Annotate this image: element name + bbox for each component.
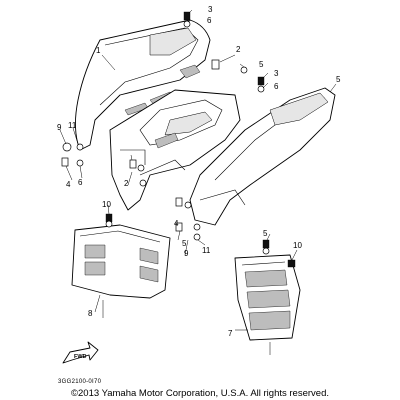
callout-6: 6 — [78, 178, 83, 187]
callout-6: 6 — [274, 82, 279, 91]
copyright-notice: ©2013 Yamaha Motor Corporation, U.S.A. A… — [71, 388, 329, 399]
callout-7: 7 — [228, 329, 233, 338]
callout-5: 5 — [182, 239, 187, 248]
callout-3: 3 — [274, 69, 279, 78]
front-direction-arrow: FWD — [62, 341, 99, 364]
callout-4: 4 — [66, 180, 71, 189]
right-mud-guard — [234, 254, 301, 341]
right-rear-fender — [189, 87, 336, 226]
callout-1: 1 — [96, 46, 101, 55]
callout-11: 11 — [68, 121, 77, 130]
callout-5: 5 — [263, 229, 268, 238]
callout-6: 6 — [207, 16, 212, 25]
callout-8: 8 — [88, 309, 93, 318]
left-rear-fender — [75, 19, 211, 151]
left-mud-guard — [71, 224, 171, 299]
callout-9: 9 — [57, 123, 62, 132]
callout-2: 2 — [124, 179, 129, 188]
callout-labels: 1 2 2 3 3 4 4 5 5 5 5 6 6 6 7 8 9 9 10 1… — [57, 5, 341, 338]
fwd-label: FWD — [74, 354, 87, 360]
callout-10: 10 — [102, 200, 111, 209]
callout-5: 5 — [259, 60, 264, 69]
callout-4: 4 — [174, 219, 179, 228]
callout-9: 9 — [184, 249, 189, 258]
hardware-bolts — [61, 11, 296, 268]
callout-2: 2 — [236, 45, 241, 54]
callout-11: 11 — [202, 246, 211, 255]
callout-10: 10 — [293, 241, 302, 250]
callout-5: 5 — [336, 75, 341, 84]
diagram-code: 3GG2100-0I70 — [58, 379, 102, 385]
callout-3: 3 — [208, 5, 213, 14]
leader-lines — [59, 9, 337, 355]
